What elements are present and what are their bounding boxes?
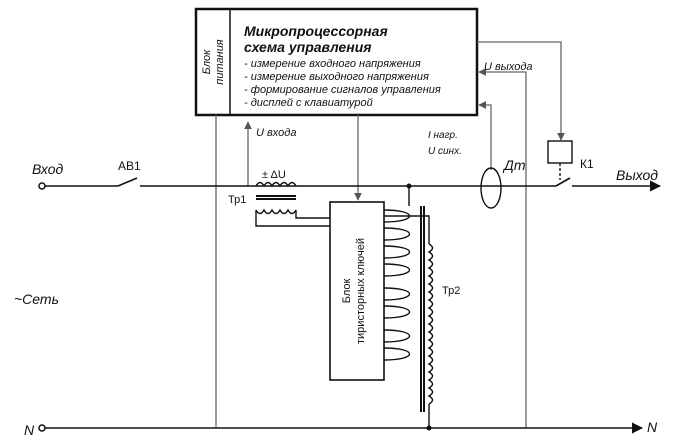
relay-contact xyxy=(555,177,571,187)
i-load-label: I нагр. xyxy=(428,130,458,141)
tr2-label: Тр2 xyxy=(442,285,460,297)
current-sensor-label: Дт xyxy=(502,157,526,173)
transformer-tr1 xyxy=(255,181,330,227)
neutral-label-left: N xyxy=(24,422,35,438)
feature-input-voltage: - измерение входного напряжения xyxy=(244,58,421,70)
relay-label: К1 xyxy=(580,157,594,171)
relay-control-wire xyxy=(477,41,565,141)
delta-u-label: ± ΔU xyxy=(262,169,286,181)
controller-title-line1: Микропроцессорная xyxy=(244,23,388,39)
tr2-tap-3 xyxy=(383,245,410,259)
input-label: Вход xyxy=(32,161,64,177)
tr1-wire-right xyxy=(295,210,330,219)
feature-control-signals: - формирование сигналов управления xyxy=(244,84,441,96)
relay-k1 xyxy=(547,140,573,180)
u-output-label: U выхода xyxy=(484,61,533,73)
thyristor-label-line2: тиристорных ключей xyxy=(355,238,367,344)
tr2-main-coil xyxy=(427,243,434,405)
thyristor-label-line1: Блок xyxy=(341,279,353,304)
i-load-wire xyxy=(478,101,492,170)
tr1-label: Тр1 xyxy=(228,194,246,206)
network-label: ~Сеть xyxy=(14,291,59,307)
thyristor-outline xyxy=(329,201,385,381)
u-sync-label: U синх. xyxy=(428,146,462,157)
relay-coil xyxy=(547,140,573,164)
input-terminal xyxy=(38,182,46,190)
tr2-tap-4 xyxy=(383,263,410,277)
u-input-label: U входа xyxy=(256,127,296,139)
tr2-tap-7 xyxy=(383,329,410,343)
neutral-label-right: N xyxy=(647,419,658,435)
controller-outline xyxy=(194,7,479,117)
tr2-tap-2 xyxy=(383,227,410,241)
tr2-tap-6 xyxy=(383,305,410,319)
neutral-terminal xyxy=(38,424,46,432)
thyristor-block: Блок тиристорных ключей xyxy=(329,201,385,381)
tr2-coil-top xyxy=(384,215,430,244)
signal-wires xyxy=(215,41,565,428)
tr1-primary-coil xyxy=(255,181,297,188)
output-label: Выход xyxy=(616,167,658,183)
psu-label-line1: Блок xyxy=(201,49,213,74)
psu-label-line2: питания xyxy=(214,39,226,84)
breaker-contact xyxy=(117,177,138,187)
tr2-tap-5 xyxy=(383,287,410,301)
breaker-label: АВ1 xyxy=(118,159,141,173)
transformer-tr2 xyxy=(383,186,434,428)
u-output-wire xyxy=(478,68,527,186)
tr1-secondary-coil xyxy=(255,208,297,215)
controller-block: Блок питания Микропроцессорная схема упр… xyxy=(194,7,479,117)
current-sensor xyxy=(480,167,502,209)
feature-display-keyboard: - дисплей с клавиатурой xyxy=(244,97,373,109)
power-line xyxy=(42,177,662,434)
controller-title-line2: схема управления xyxy=(244,39,372,55)
tr1-wire-left xyxy=(255,210,330,227)
feature-output-voltage: - измерение выходного напряжения xyxy=(244,71,429,83)
tr2-tap-8 xyxy=(383,347,410,361)
